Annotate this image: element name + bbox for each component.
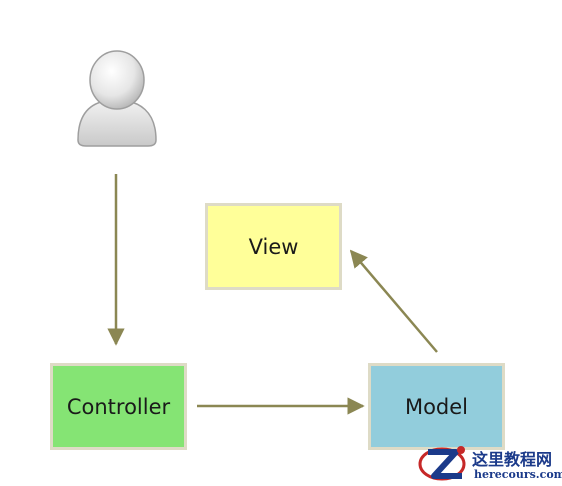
view-label: View <box>248 234 299 259</box>
controller-box: Controller <box>50 363 187 450</box>
model-label: Model <box>404 394 469 419</box>
arrow-model-to-view <box>349 249 438 353</box>
view-box: View <box>205 203 342 290</box>
watermark: 这里教程网 herecours.com <box>416 440 562 486</box>
z-logo <box>418 446 466 481</box>
watermark-text-cn: 这里教程网 <box>472 450 553 469</box>
watermark-text-en: herecours.com <box>474 468 562 481</box>
model-box: Model <box>368 363 505 450</box>
user-icon <box>77 50 157 147</box>
controller-label: Controller <box>66 394 171 419</box>
